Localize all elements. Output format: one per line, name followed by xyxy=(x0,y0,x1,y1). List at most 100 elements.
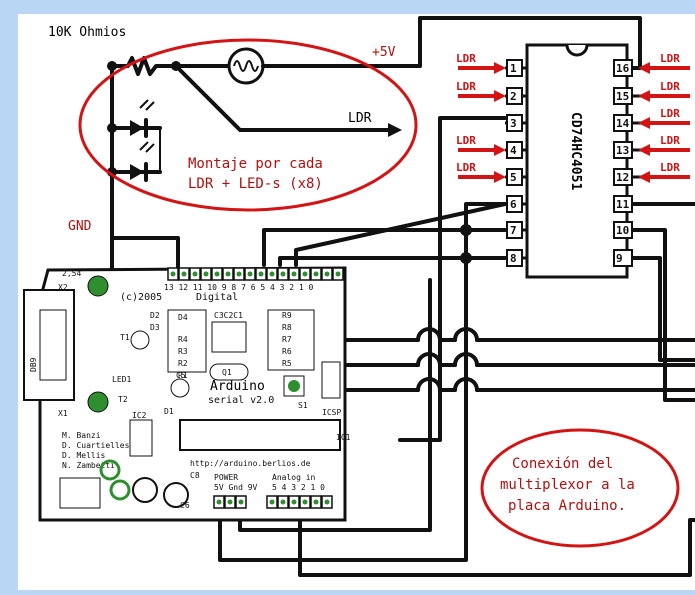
right-pin-10 xyxy=(613,221,633,239)
digital-pin-hole xyxy=(335,271,341,277)
r2-label: R2 xyxy=(178,359,188,368)
c5-part xyxy=(170,378,190,398)
ic2-label: IC2 xyxy=(132,411,147,420)
bottom-pin-hole xyxy=(313,499,319,505)
ldr-output-arrow xyxy=(174,64,402,137)
leds xyxy=(110,99,162,182)
x1-hole xyxy=(87,391,109,413)
digital-pin-hole xyxy=(170,271,176,277)
bottom-pin-hole xyxy=(291,499,297,505)
ldr-arrowhead-right-2 xyxy=(638,117,650,129)
r8-label: R8 xyxy=(282,323,292,332)
r3-label: R3 xyxy=(178,347,188,356)
gnd-label: GND xyxy=(68,219,92,234)
mux-chip: CD74HC4051 xyxy=(525,43,629,279)
q1-label: Q1 xyxy=(222,368,232,377)
db9-connector xyxy=(23,289,75,401)
bottom-pin-hole xyxy=(302,499,308,505)
digital-pin-hole xyxy=(214,271,220,277)
left-pin-8 xyxy=(506,249,523,267)
ldr-label-right-4: LDR xyxy=(660,161,680,174)
mount-ellipse xyxy=(78,38,418,212)
right-pin-num-11: 11 xyxy=(616,198,630,211)
digital-pin-hole xyxy=(247,271,253,277)
digital-pin-hole xyxy=(203,271,209,277)
left-pin-num-3: 3 xyxy=(510,117,517,130)
ldr-arrowhead-right-0 xyxy=(638,62,650,74)
c6-label: C6 xyxy=(180,501,190,510)
board-url: http://arduino.berlios.de xyxy=(190,459,311,468)
left-pin-1 xyxy=(506,59,523,77)
r9-label: R9 xyxy=(282,311,292,320)
s1-part xyxy=(283,375,305,397)
ldr-label-right-2: LDR xyxy=(660,107,680,120)
t1-label: T1 xyxy=(120,333,130,342)
x1-label: X1 xyxy=(58,409,68,418)
ldr-arrowhead-right-4 xyxy=(638,171,650,183)
d1-label: D1 xyxy=(164,407,174,416)
left-pin-4 xyxy=(506,141,523,159)
bottom-pin-hole xyxy=(238,499,244,505)
ldr-arrowhead-right-3 xyxy=(638,144,650,156)
board-version: serial v2.0 xyxy=(208,395,274,406)
left-pin-num-6: 6 xyxy=(510,198,517,211)
digital-pin-hole xyxy=(225,271,231,277)
right-pin-16 xyxy=(613,59,633,77)
ldr-arrowhead-left-3 xyxy=(494,144,506,156)
t2-label: T2 xyxy=(118,395,128,404)
d3-label: D3 xyxy=(150,323,160,332)
digital-header xyxy=(167,267,344,281)
ic1-chip xyxy=(179,419,341,451)
d2-label: D2 xyxy=(150,311,160,320)
x2-hole xyxy=(87,275,109,297)
right-pin-num-9: 9 xyxy=(616,252,623,265)
ldr-label-right-1: LDR xyxy=(660,80,680,93)
wires xyxy=(107,16,695,577)
r6-label: R6 xyxy=(282,347,292,356)
ldr-sensor xyxy=(174,47,302,85)
digital-pin-hole xyxy=(192,271,198,277)
x2-label: X2 xyxy=(58,283,68,292)
analog-label: Analog in xyxy=(272,473,316,482)
ldr-output-label: LDR xyxy=(348,111,372,126)
ic1-label: IC1 xyxy=(336,433,351,442)
left-pin-5 xyxy=(506,168,523,186)
digital-pins-label: 13 12 11 10 9 8 7 6 5 4 3 2 1 0 xyxy=(164,283,313,292)
r5-label: R5 xyxy=(282,359,292,368)
ldr-label-left-1: LDR xyxy=(456,80,476,93)
icsp-header xyxy=(321,361,341,399)
mount-label-line2: LDR + LED-s (x8) xyxy=(188,176,323,192)
right-pin-num-12: 12 xyxy=(616,171,629,184)
left-pin-num-8: 8 xyxy=(510,252,517,265)
digital-pin-hole xyxy=(291,271,297,277)
right-pin-num-16: 16 xyxy=(616,62,630,75)
digital-pin-hole xyxy=(236,271,242,277)
ldr-label-left-4: LDR xyxy=(456,161,476,174)
right-pin-num-10: 10 xyxy=(616,224,629,237)
ldr-label-left-0: LDR xyxy=(456,52,476,65)
t1-part xyxy=(130,330,150,350)
author-3: D. Mellis xyxy=(62,451,106,460)
chip-name: CD74HC4051 xyxy=(568,112,583,190)
digital-pin-hole xyxy=(313,271,319,277)
digital-pin-hole xyxy=(302,271,308,277)
ic2-part xyxy=(129,419,153,457)
arduino-board: DB9 2,54 X2 X1 (c)2005 Digital 13 12 11 … xyxy=(23,266,351,522)
author-1: M. Banzi xyxy=(62,431,101,440)
resistor-label: 10K Ohmios xyxy=(48,25,126,40)
right-pin-14 xyxy=(613,114,633,132)
c5-label: C5 xyxy=(176,371,186,380)
mount-label-line1: Montaje por cada xyxy=(188,156,323,172)
bottom-pin-hole xyxy=(216,499,222,505)
db9-label: DB9 xyxy=(29,357,38,372)
right-pin-12 xyxy=(613,168,633,186)
digital-label: Digital xyxy=(196,292,238,303)
digital-pin-hole xyxy=(181,271,187,277)
bottom-pin-hole xyxy=(227,499,233,505)
bottom-pin-hole xyxy=(269,499,275,505)
board-name: Arduino xyxy=(210,379,265,394)
spacing-label: 2,54 xyxy=(62,269,81,278)
